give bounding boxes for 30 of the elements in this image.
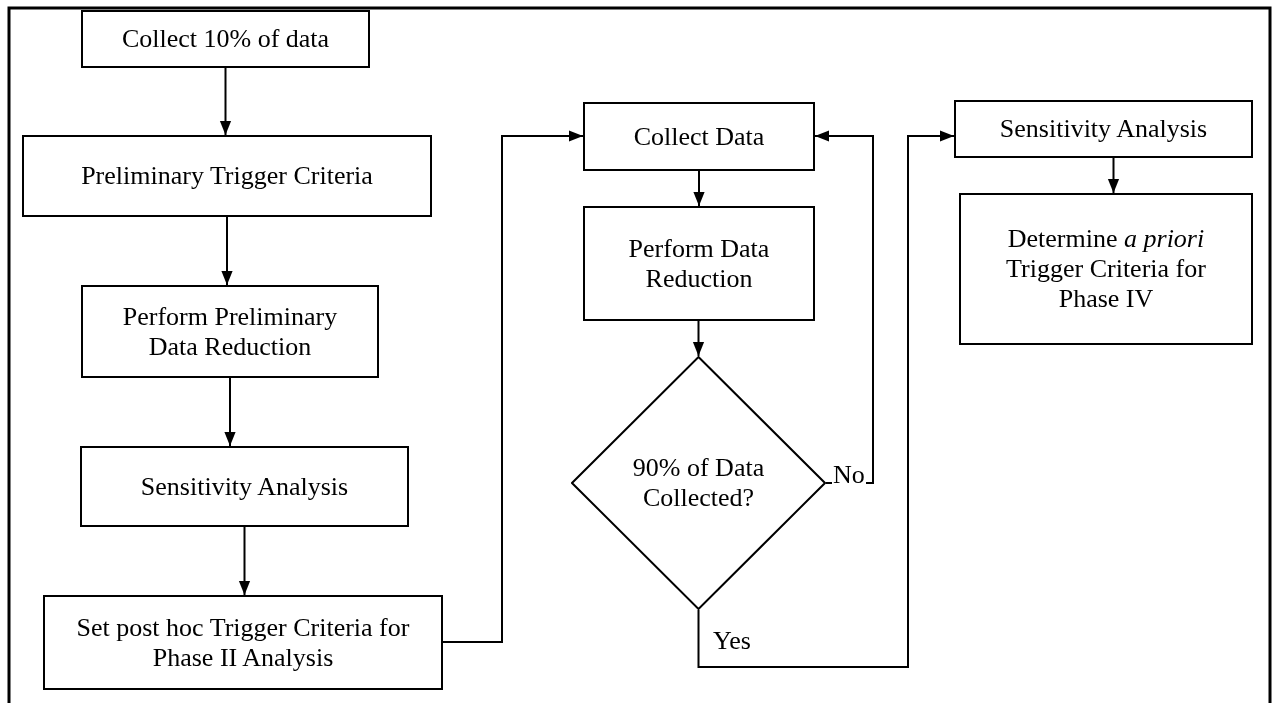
process-box [959,193,1253,345]
step-text: Sensitivity Analysis [998,114,1209,144]
arrow [238,526,251,596]
arrow [442,130,584,643]
arrow [814,130,874,484]
process-box [583,206,815,321]
arrow [693,170,705,207]
decision-diamond [571,356,826,610]
process-box [43,595,443,690]
step-text: Determine a priori Trigger Criteria for Phase IV [1005,224,1207,314]
arrow [224,377,236,447]
process-box [954,100,1253,158]
step-text: Collect Data [632,121,766,152]
step-text: Collect 10% of data [120,24,331,54]
step-text: Set post hoc Trigger Criteria for Phase II Analysis [75,612,411,673]
arrow [219,67,232,136]
step-text: Perform Preliminary Data Reduction [121,301,339,362]
arrow [697,130,955,668]
process-box [583,102,815,171]
process-box [80,446,409,527]
step-text: Perform Data Reduction [627,233,771,294]
process-box [81,10,370,68]
decision-text: 90% of Data Collected? [631,453,766,513]
process-box [22,135,432,217]
arrow [1107,157,1120,194]
step-text: Preliminary Trigger Criteria [80,161,374,191]
arrow [692,320,705,357]
step-text: Sensitivity Analysis [139,471,350,502]
process-box [81,285,379,378]
arrow [221,216,233,286]
